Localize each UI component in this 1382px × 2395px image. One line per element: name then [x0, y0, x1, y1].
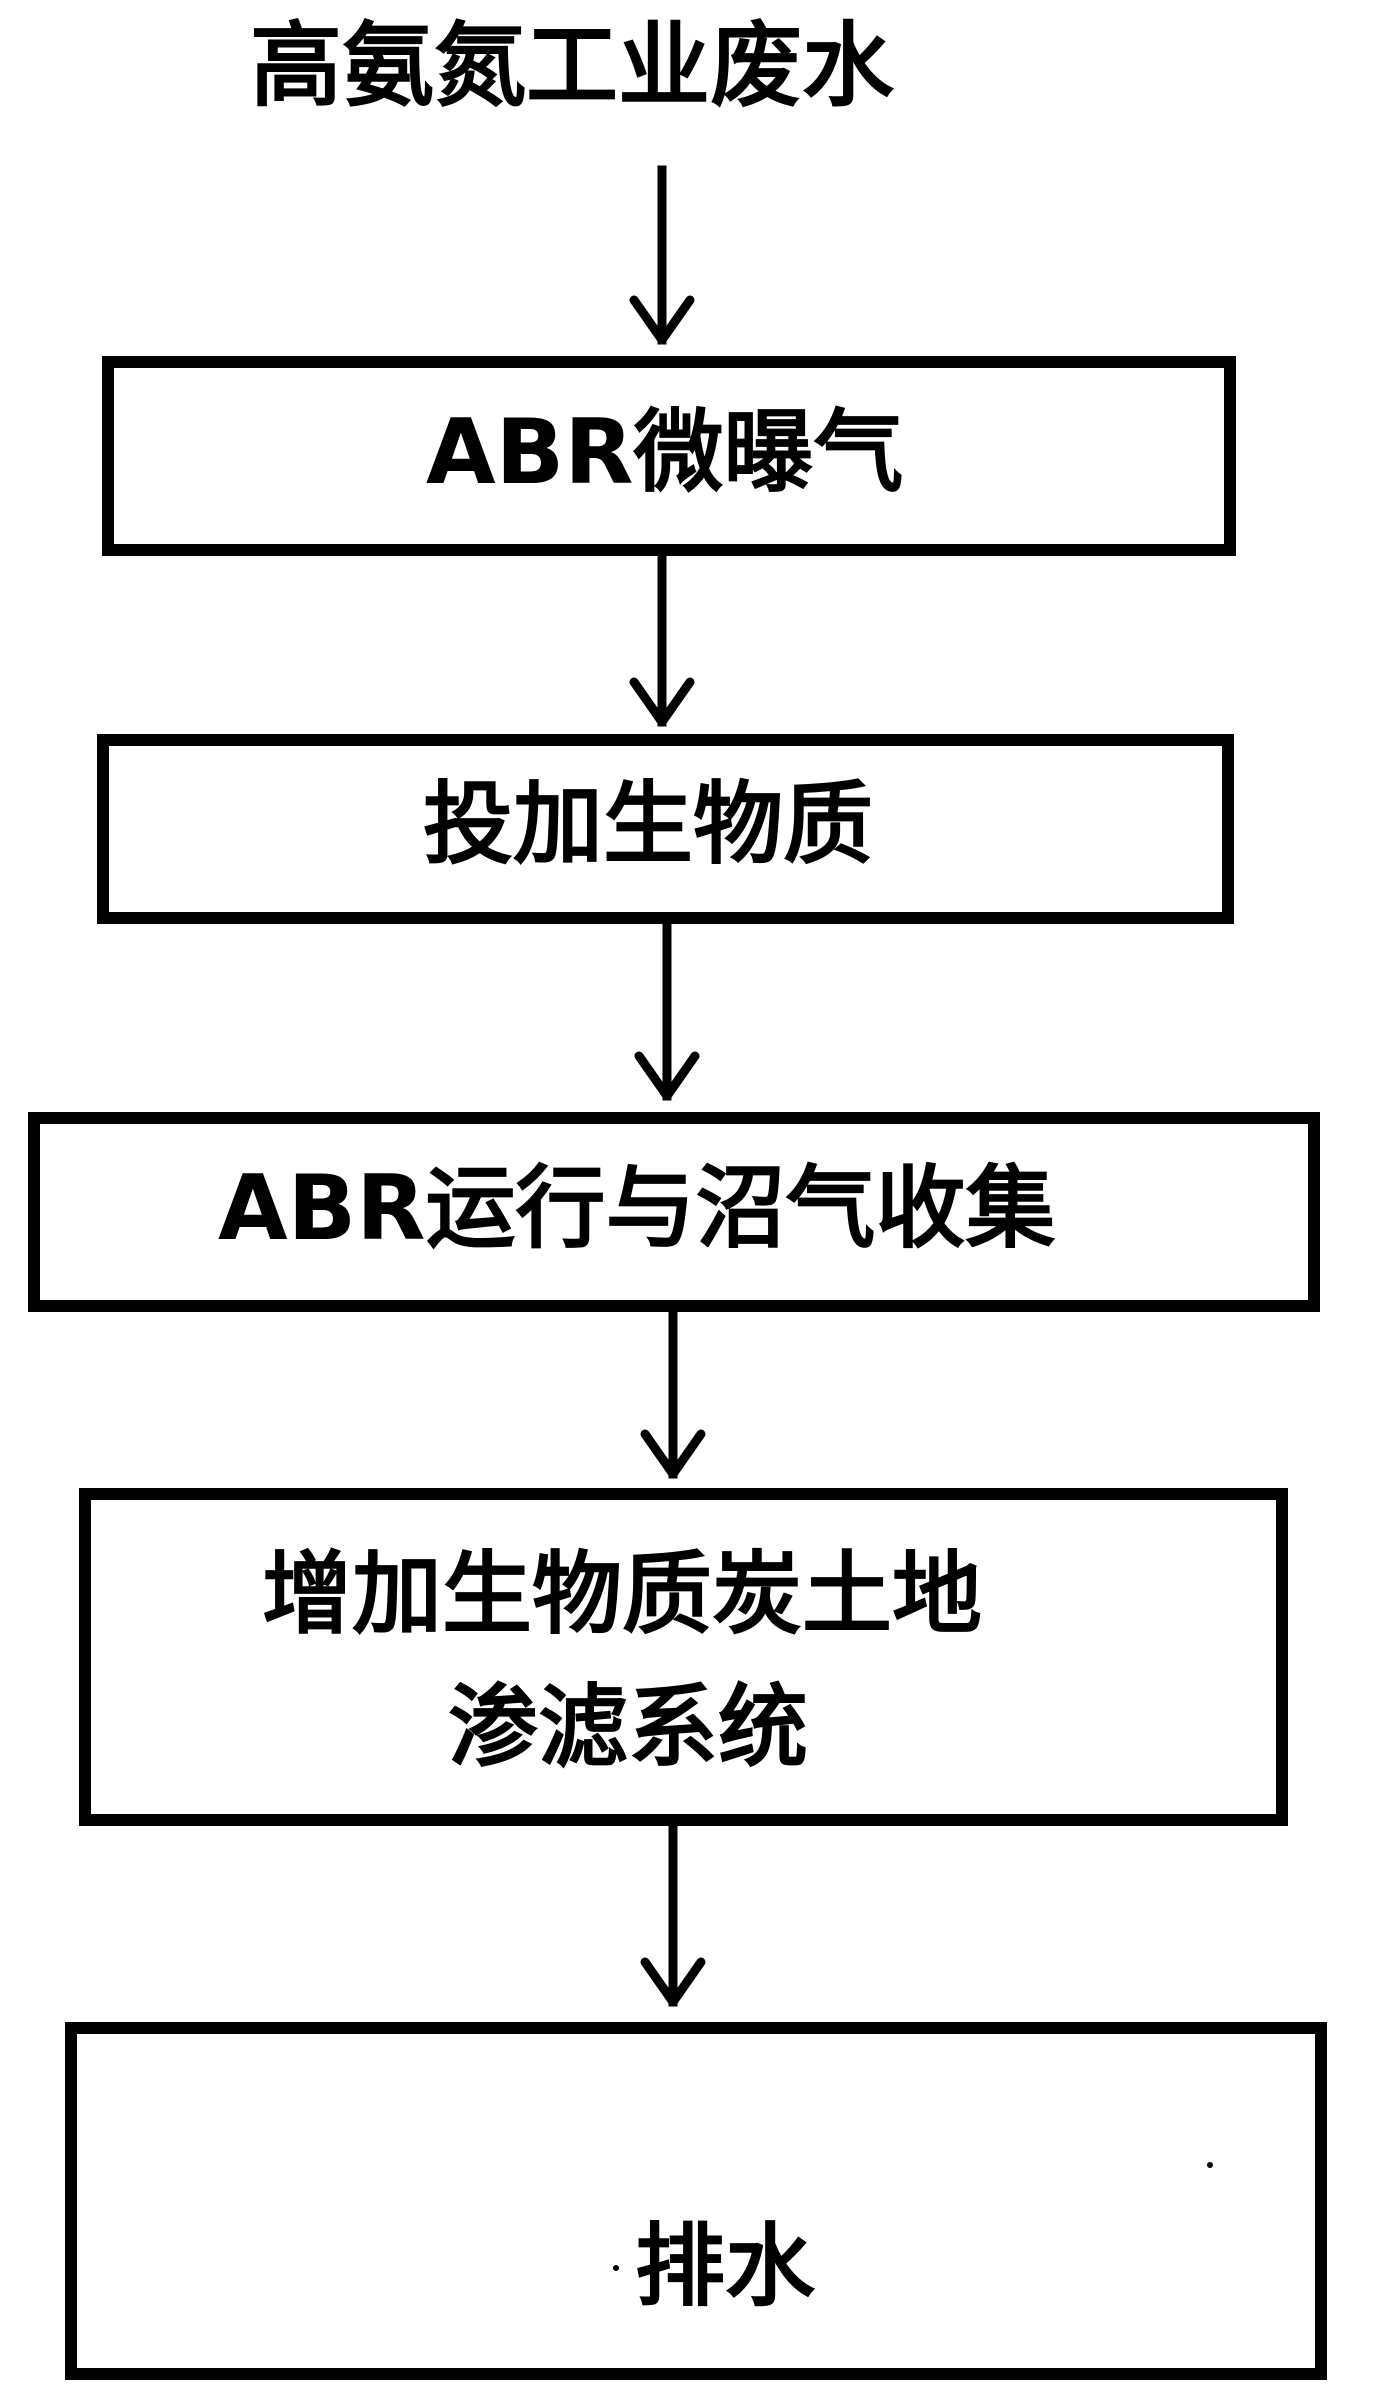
step-abr-micro-aeration: ABR微曝气	[102, 356, 1236, 556]
step-biomass-dosing: 投加生物质	[97, 734, 1234, 924]
step-label-biochar-land-infiltration-line-2: 渗滤系统	[448, 1675, 808, 1780]
step-label-drainage: 排水	[635, 2214, 816, 2319]
arrow-abr-micro-aeration-to-biomass-dosing	[629, 551, 695, 727]
step-drainage: 排水	[65, 2022, 1327, 2380]
step-label-biomass-dosing: 投加生物质	[423, 772, 873, 877]
step-box-biomass-dosing	[97, 734, 1234, 924]
step-label-biochar-land-infiltration-line-1: 增加生物质炭土地	[262, 1542, 982, 1647]
step-label-abr-micro-aeration: ABR微曝气	[426, 400, 904, 505]
step-box-biochar-land-infiltration	[79, 1488, 1288, 1826]
step-abr-operation-biogas: ABR运行与沼气收集	[28, 1112, 1320, 1312]
arrow-abr-operation-biogas-to-biochar-land-infiltration	[640, 1307, 706, 1479]
step-label-abr-operation-biogas: ABR运行与沼气收集	[218, 1156, 1056, 1261]
speck-mark	[613, 2265, 619, 2271]
source-label: 高氨氮工业废水	[250, 12, 895, 119]
arrow-biochar-land-infiltration-to-drainage	[640, 1821, 706, 2007]
step-box-abr-micro-aeration	[102, 356, 1236, 556]
step-box-drainage	[65, 2022, 1327, 2380]
step-box-abr-operation-biogas	[28, 1112, 1320, 1312]
arrow-biomass-dosing-to-abr-operation-biogas	[634, 919, 700, 1101]
step-biochar-land-infiltration: 增加生物质炭土地 渗滤系统	[79, 1488, 1288, 1826]
arrow-source-to-abr-micro-aeration	[629, 165, 695, 345]
speck-mark	[1207, 2162, 1213, 2168]
